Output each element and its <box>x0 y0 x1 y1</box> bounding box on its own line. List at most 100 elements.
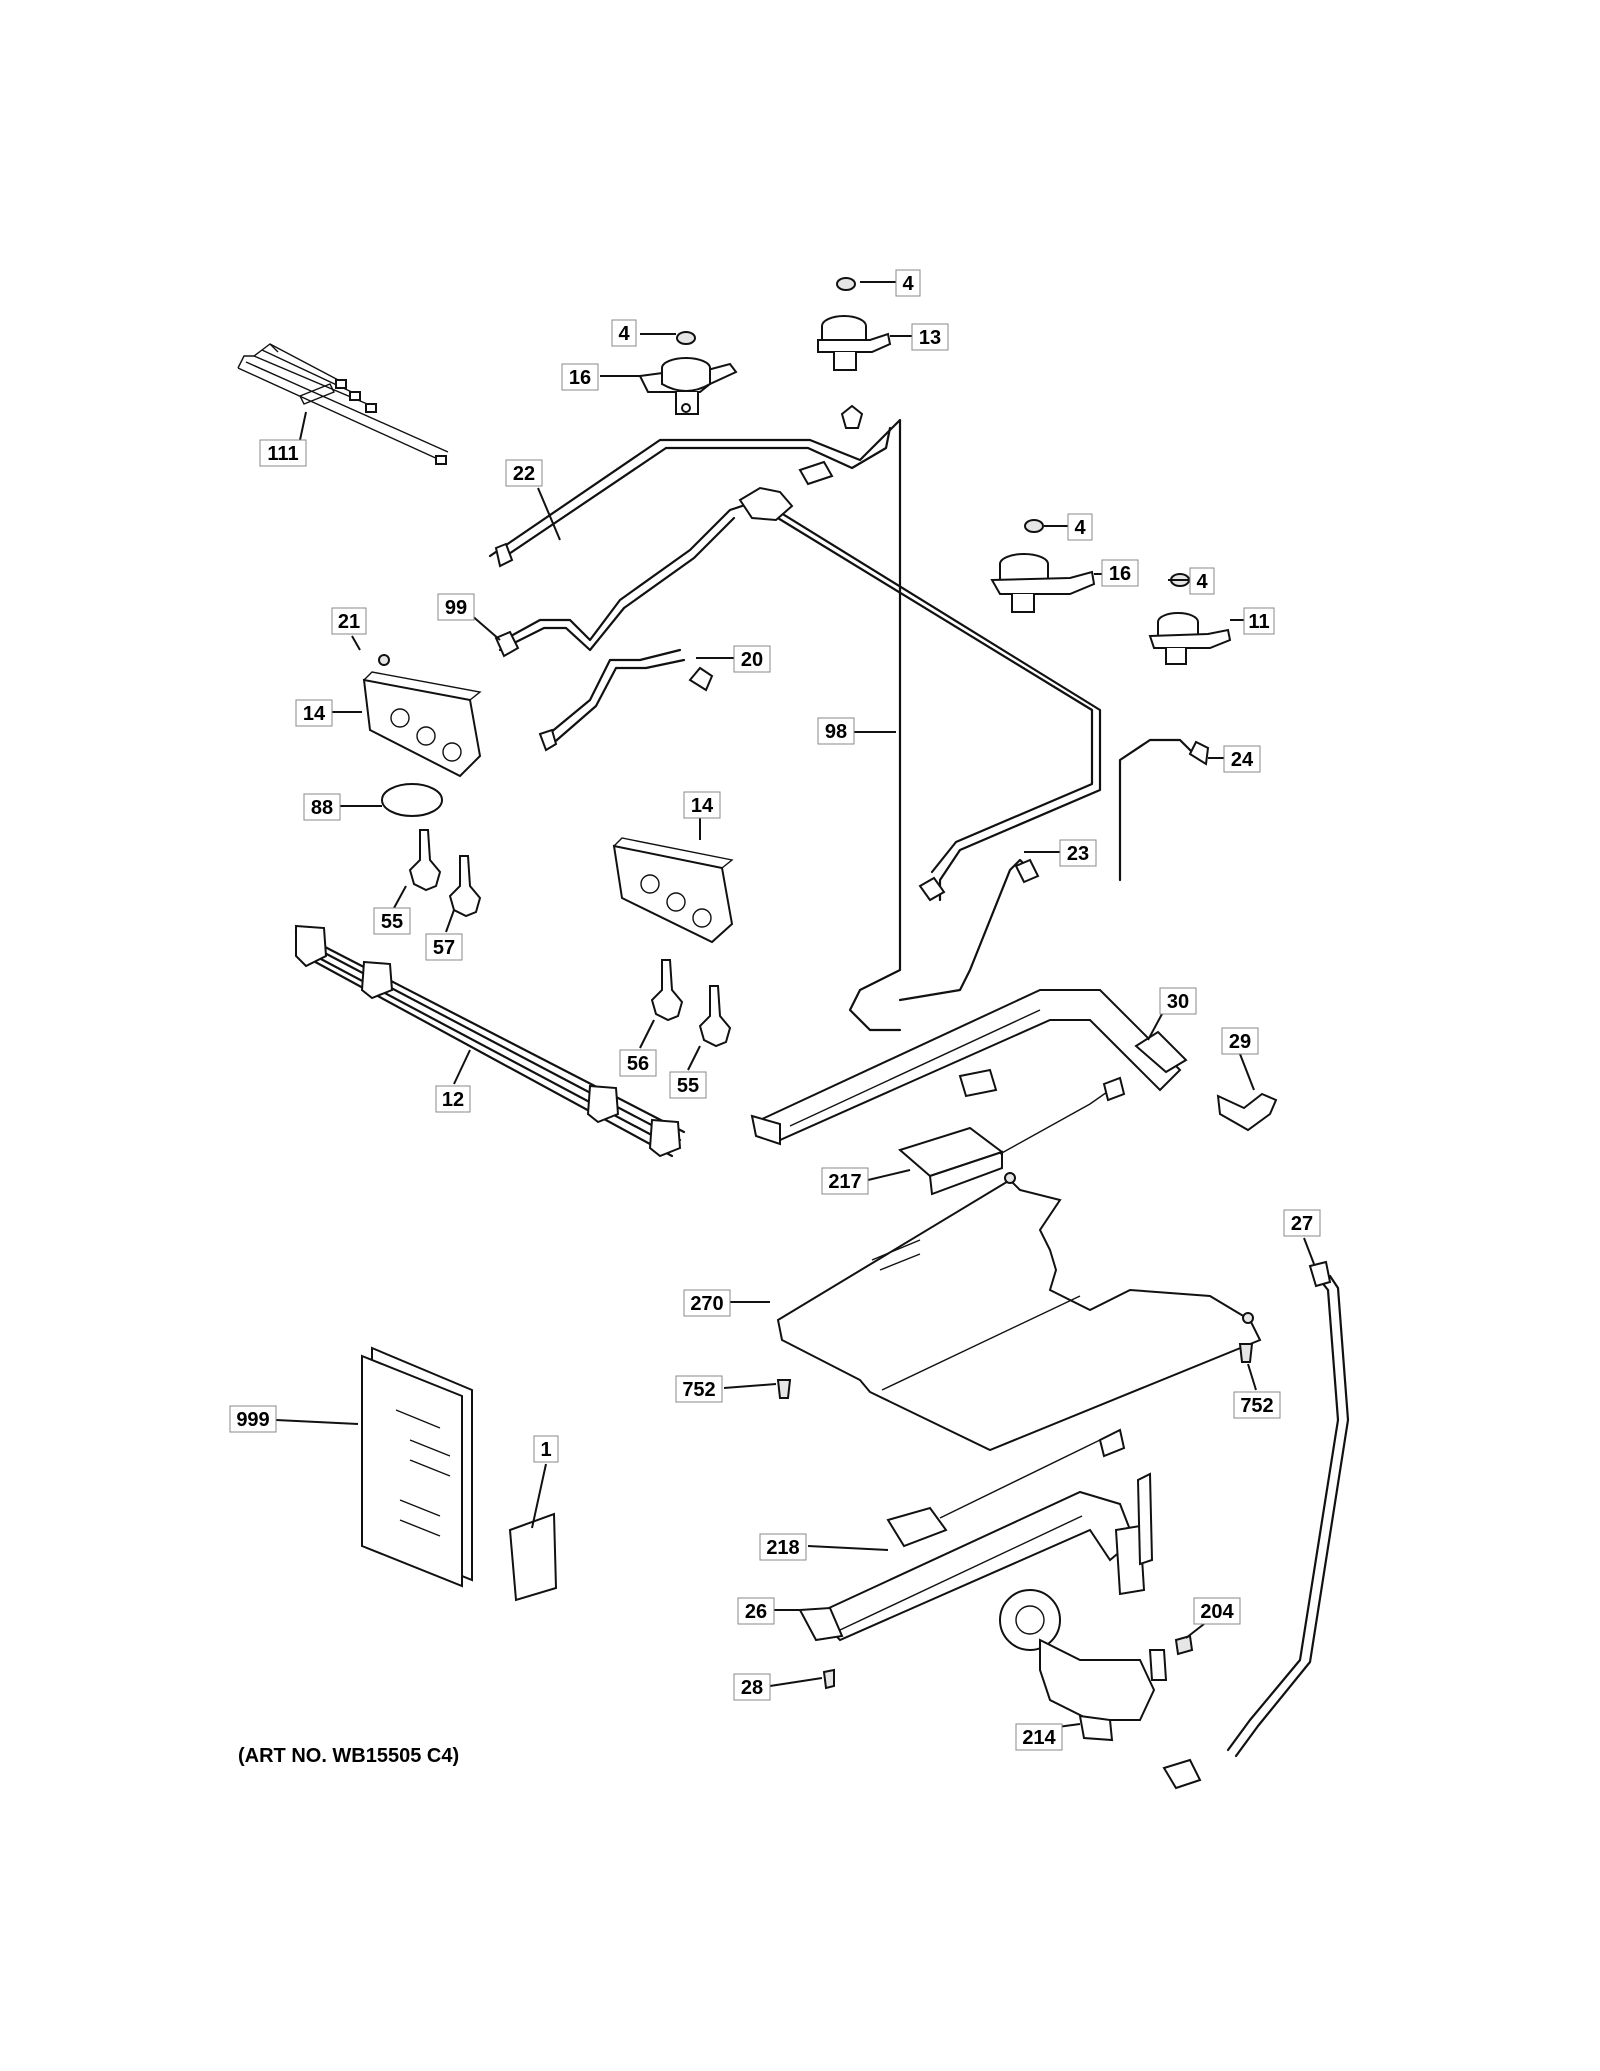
svg-text:88: 88 <box>311 797 333 819</box>
callout-23: 23 <box>1059 839 1097 867</box>
callout-4: 4 <box>611 319 637 347</box>
svg-text:29: 29 <box>1229 1031 1251 1053</box>
callout-4: 4 <box>1067 513 1093 541</box>
svg-text:23: 23 <box>1067 843 1089 865</box>
svg-text:4: 4 <box>618 323 630 345</box>
part-regulator-214 <box>999 1589 1168 1742</box>
part-igniter-217 <box>897 1076 1126 1196</box>
svg-text:4: 4 <box>902 273 914 295</box>
callout-55: 55 <box>669 1071 707 1099</box>
callout-27: 27 <box>1283 1209 1321 1237</box>
callout-57: 57 <box>425 933 463 961</box>
svg-text:11: 11 <box>1248 611 1269 633</box>
svg-text:14: 14 <box>303 703 326 725</box>
svg-text:16: 16 <box>1109 563 1131 585</box>
svg-text:752: 752 <box>682 1379 715 1401</box>
callouts: 4 13 4 16 111 22 4 16 4 11 99 21 20 14 9… <box>229 269 1321 1751</box>
callout-56: 56 <box>619 1049 657 1077</box>
callout-111: 111 <box>259 439 307 467</box>
callout-4: 4 <box>895 269 921 297</box>
svg-text:55: 55 <box>677 1075 699 1097</box>
callout-16: 16 <box>1101 559 1139 587</box>
svg-text:26: 26 <box>745 1601 767 1623</box>
part-manifold-12 <box>294 924 686 1158</box>
callout-22: 22 <box>505 459 543 487</box>
svg-text:98: 98 <box>825 721 847 743</box>
part-burner-218 <box>814 1428 1154 1642</box>
callout-217: 217 <box>821 1167 869 1195</box>
svg-text:14: 14 <box>691 795 714 817</box>
art-number: (ART NO. WB15505 C4) <box>238 1745 459 1767</box>
part-burner-valve-11 <box>1148 573 1232 665</box>
svg-text:204: 204 <box>1200 1601 1234 1623</box>
callout-11: 11 <box>1243 607 1275 635</box>
svg-text:27: 27 <box>1291 1213 1313 1235</box>
callout-13: 13 <box>911 323 949 351</box>
part-burner-tube-30 <box>750 989 1278 1146</box>
svg-text:22: 22 <box>513 463 535 485</box>
part-screw-28 <box>822 1668 835 1690</box>
part-heat-shield-270 <box>776 1172 1262 1452</box>
part-hardware-bag-1 <box>508 1512 558 1602</box>
svg-text:57: 57 <box>433 937 455 959</box>
callout-218: 218 <box>759 1533 807 1561</box>
callout-24: 24 <box>1223 745 1261 773</box>
part-burner-valve-16a <box>638 331 738 415</box>
svg-text:1: 1 <box>540 1439 551 1461</box>
callout-99: 99 <box>437 593 475 621</box>
svg-text:12: 12 <box>442 1089 464 1111</box>
svg-text:4: 4 <box>1074 517 1086 539</box>
svg-text:752: 752 <box>1240 1395 1273 1417</box>
callout-14: 14 <box>683 791 721 819</box>
part-burner-valve-16b <box>990 519 1096 613</box>
callout-21: 21 <box>331 607 367 635</box>
part-valves <box>408 829 732 1048</box>
part-screw-204 <box>1174 1634 1194 1656</box>
callout-88: 88 <box>303 793 341 821</box>
part-literature-999 <box>361 1346 473 1588</box>
callout-20: 20 <box>733 645 771 673</box>
part-wire-harness <box>237 343 449 465</box>
svg-text:999: 999 <box>236 1409 269 1431</box>
callout-752: 752 <box>1233 1391 1281 1419</box>
callout-204: 204 <box>1193 1597 1241 1625</box>
part-bracket-14b <box>612 837 734 944</box>
svg-text:217: 217 <box>828 1171 861 1193</box>
svg-text:56: 56 <box>627 1053 649 1075</box>
callout-98: 98 <box>817 717 855 745</box>
part-screws-752 <box>776 1343 1254 1399</box>
callout-999: 999 <box>229 1405 277 1433</box>
svg-text:55: 55 <box>381 911 403 933</box>
callout-12: 12 <box>435 1085 471 1113</box>
callout-55: 55 <box>373 907 411 935</box>
svg-text:270: 270 <box>690 1293 723 1315</box>
callout-752: 752 <box>675 1375 723 1403</box>
svg-text:30: 30 <box>1167 991 1189 1013</box>
leader-lines <box>275 281 1315 1729</box>
svg-text:21: 21 <box>338 611 360 633</box>
callout-26: 26 <box>737 1597 775 1625</box>
callout-30: 30 <box>1159 987 1197 1015</box>
callout-29: 29 <box>1221 1027 1259 1055</box>
svg-text:13: 13 <box>919 327 941 349</box>
part-bracket-14a <box>362 654 482 778</box>
callout-214: 214 <box>1015 1723 1063 1751</box>
svg-text:214: 214 <box>1022 1727 1056 1749</box>
svg-text:28: 28 <box>741 1677 763 1699</box>
callout-14: 14 <box>295 699 333 727</box>
svg-text:111: 111 <box>267 443 298 465</box>
part-supply-tube-27 <box>1162 1260 1350 1790</box>
svg-text:99: 99 <box>445 597 467 619</box>
parts-artwork <box>237 277 1350 1790</box>
svg-text:20: 20 <box>741 649 763 671</box>
part-gas-tubes <box>488 404 1210 1032</box>
callout-4: 4 <box>1189 567 1215 595</box>
callout-1: 1 <box>533 1435 559 1463</box>
svg-text:4: 4 <box>1196 571 1208 593</box>
svg-text:24: 24 <box>1231 749 1254 771</box>
svg-text:218: 218 <box>766 1537 799 1559</box>
callout-16: 16 <box>561 363 599 391</box>
part-burner-valve-13 <box>817 277 892 371</box>
callout-270: 270 <box>683 1289 731 1317</box>
part-disc-88 <box>381 783 443 817</box>
